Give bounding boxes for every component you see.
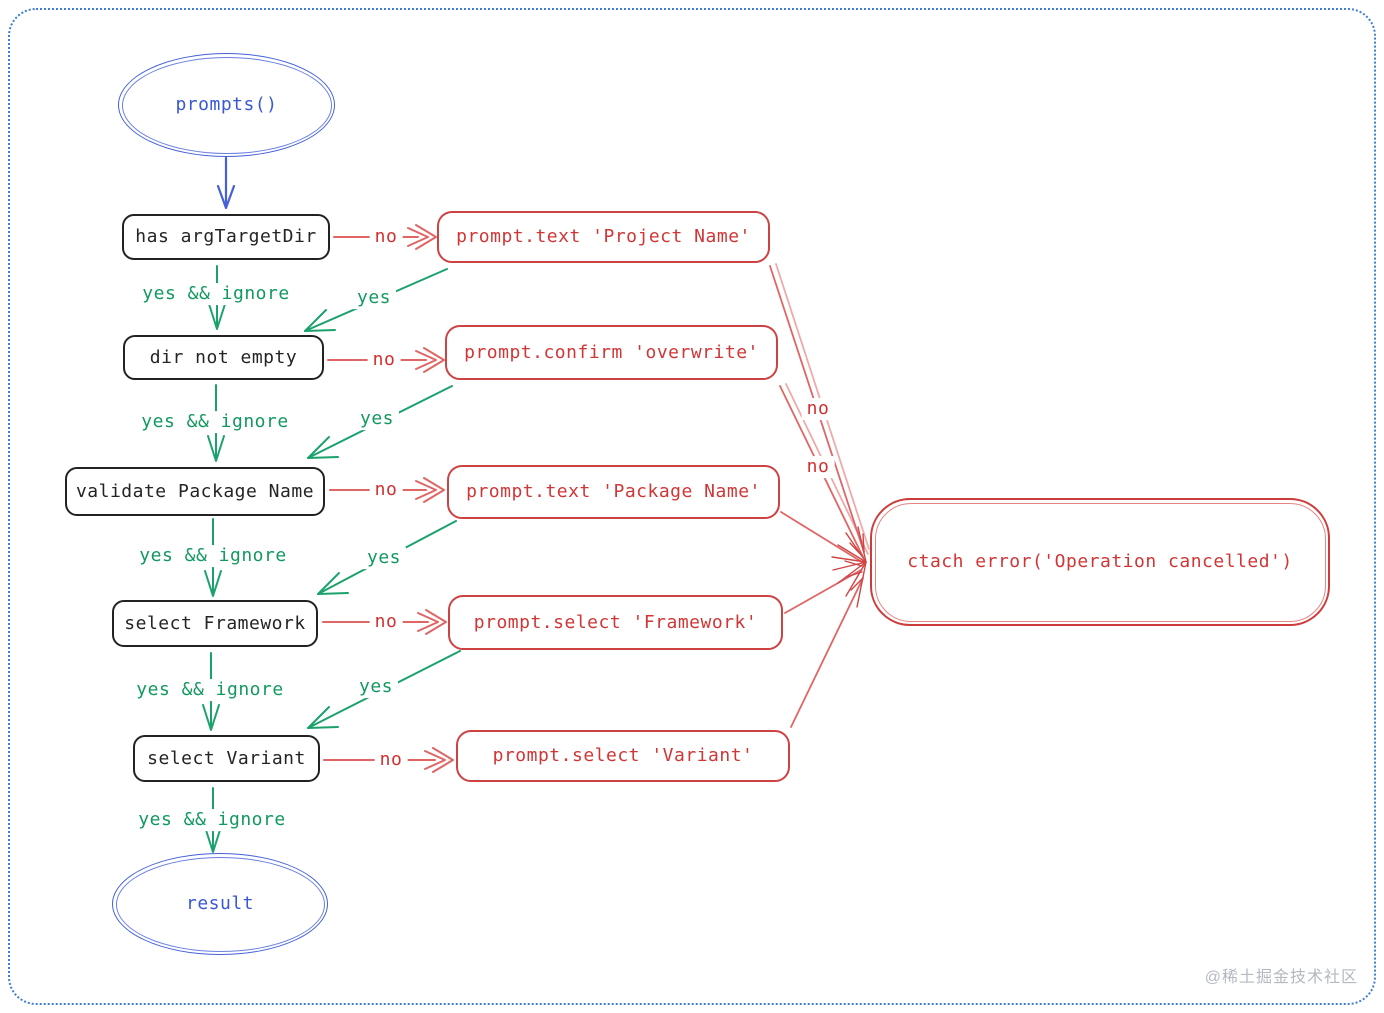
node-prompt-project-name: prompt.text 'Project Name' bbox=[437, 211, 770, 263]
label-yes-1: yes bbox=[351, 287, 397, 309]
node-label: ctach error('Operation cancelled') bbox=[907, 551, 1293, 572]
cancel-converge-burst bbox=[831, 526, 867, 608]
node-error-cancelled: ctach error('Operation cancelled') bbox=[870, 498, 1330, 626]
node-label: prompt.text 'Package Name' bbox=[466, 481, 761, 502]
node-validate-package-name: validate Package Name bbox=[65, 467, 325, 516]
label-no-cancel-2: no bbox=[801, 456, 835, 478]
label-yes-ignore-2: yes && ignore bbox=[136, 411, 294, 433]
node-has-argtargetdir: has argTargetDir bbox=[122, 214, 330, 260]
node-start: prompts() bbox=[118, 53, 335, 157]
node-label: has argTargetDir bbox=[135, 226, 317, 247]
label-yes-ignore-1: yes && ignore bbox=[137, 283, 295, 305]
node-dir-not-empty: dir not empty bbox=[123, 335, 324, 380]
label-yes-3: yes bbox=[361, 547, 407, 569]
label-no-2: no bbox=[367, 349, 401, 371]
node-label: select Framework bbox=[124, 612, 306, 634]
label-yes-ignore-5: yes && ignore bbox=[133, 809, 291, 831]
label-no-5: no bbox=[374, 749, 408, 771]
node-label: prompt.confirm 'overwrite' bbox=[464, 341, 759, 363]
node-prompt-variant: prompt.select 'Variant' bbox=[456, 730, 790, 782]
node-result: result bbox=[112, 853, 328, 955]
label-no-4: no bbox=[369, 611, 403, 633]
node-label: result bbox=[185, 893, 255, 914]
edge-cancel-3 bbox=[780, 511, 863, 563]
node-label: select Variant bbox=[147, 747, 306, 769]
label-yes-ignore-4: yes && ignore bbox=[131, 679, 289, 701]
node-prompt-framework: prompt.select 'Framework' bbox=[448, 595, 783, 650]
label-yes-4: yes bbox=[353, 676, 399, 698]
watermark: @稀土掘金技术社区 bbox=[1204, 969, 1358, 986]
label-no-3: no bbox=[369, 479, 403, 501]
edge-cancel-5 bbox=[790, 577, 864, 728]
node-label: prompts() bbox=[175, 94, 278, 115]
label-yes-2: yes bbox=[354, 408, 400, 430]
node-label: validate Package Name bbox=[75, 480, 315, 502]
start-arrow bbox=[216, 156, 236, 210]
node-label: prompt.text 'Project Name' bbox=[456, 226, 751, 247]
label-no-cancel-1: no bbox=[801, 398, 835, 420]
node-label: prompt.select 'Framework' bbox=[473, 611, 758, 633]
node-label: dir not empty bbox=[149, 346, 298, 368]
node-prompt-overwrite: prompt.confirm 'overwrite' bbox=[445, 325, 778, 380]
label-no-1: no bbox=[369, 226, 403, 248]
edge-cancel-4 bbox=[784, 569, 862, 614]
node-prompt-package-name: prompt.text 'Package Name' bbox=[447, 465, 780, 519]
node-select-variant: select Variant bbox=[133, 735, 320, 782]
node-select-framework: select Framework bbox=[112, 600, 318, 647]
label-yes-ignore-3: yes && ignore bbox=[134, 545, 292, 567]
node-label: prompt.select 'Variant' bbox=[492, 745, 754, 766]
